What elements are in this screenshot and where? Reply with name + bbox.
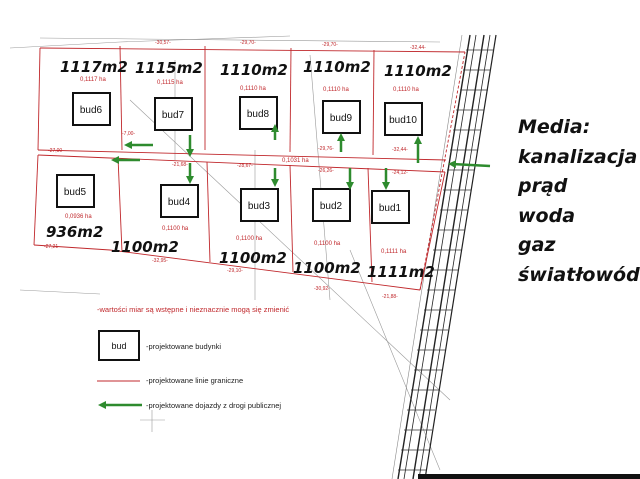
label-bud5: bud5 bbox=[64, 187, 87, 198]
media-item: woda bbox=[518, 204, 576, 227]
label-bud6: bud6 bbox=[80, 105, 103, 116]
area-big-bud8: 1110m2 bbox=[220, 61, 288, 79]
label-bud3: bud3 bbox=[248, 201, 271, 212]
dim-label: -29,76- bbox=[318, 146, 334, 152]
arrow-left-icon bbox=[448, 160, 491, 169]
access-arrows bbox=[111, 124, 491, 190]
dim-label: -30,57- bbox=[155, 40, 171, 46]
area-ha-bud6: 0,1117 ha bbox=[80, 77, 106, 83]
legend-access-text: -projektowane dojazdy z drogi publicznej bbox=[146, 401, 282, 410]
legend-buildings-text: -projektowane budynki bbox=[146, 342, 222, 351]
legend-building-symbol: bud bbox=[98, 330, 140, 361]
label-bud9: bud9 bbox=[330, 113, 353, 124]
dim-label: -27,00- bbox=[48, 148, 64, 154]
area-ha-bud7: 0,1115 ha bbox=[157, 80, 183, 86]
area-big-bud5: 936m2 bbox=[46, 223, 103, 241]
label-bud10: bud10 bbox=[389, 115, 417, 126]
media-item: kanalizacja bbox=[518, 145, 638, 168]
building-bud8 bbox=[239, 96, 278, 130]
area-big-bud6: 1117m2 bbox=[60, 58, 128, 76]
media-list: Media: kanalizacja prąd woda gaz światło… bbox=[518, 113, 640, 290]
label-bud2: bud2 bbox=[320, 201, 343, 212]
dim-label: -27,21- bbox=[44, 244, 60, 250]
area-ha-bud1: 0,1111 ha bbox=[381, 249, 407, 255]
label-bud1: bud1 bbox=[379, 203, 402, 214]
area-ha-bud3: 0,1100 ha bbox=[236, 236, 263, 242]
label-bud4: bud4 bbox=[168, 197, 191, 208]
buildings bbox=[56, 92, 423, 224]
building-bud1 bbox=[371, 190, 410, 224]
area-ha-bud4: 0,1100 ha bbox=[162, 226, 189, 232]
media-item: gaz bbox=[518, 234, 556, 256]
media-item: światłowód bbox=[518, 263, 640, 286]
area-big-bud10: 1110m2 bbox=[384, 62, 452, 80]
area-ha-bud10: 0,1110 ha bbox=[393, 87, 419, 93]
dim-label: -7,00- bbox=[122, 131, 135, 137]
dim-label: -30,92- bbox=[314, 286, 330, 292]
label-bud8: bud8 bbox=[247, 109, 270, 120]
dim-label: -21,88- bbox=[382, 294, 398, 300]
legend-symbols bbox=[97, 380, 142, 409]
building-bud3 bbox=[240, 188, 279, 222]
legend-lines-text: -projektowane linie graniczne bbox=[146, 376, 244, 385]
bottom-bar bbox=[418, 474, 640, 479]
building-bud4 bbox=[160, 184, 199, 218]
area-ha-bud2: 0,1100 ha bbox=[314, 241, 341, 247]
dim-label: -26,26- bbox=[318, 168, 334, 174]
dim-label: -24,12- bbox=[392, 170, 408, 176]
area-ha-bud8: 0,1110 ha bbox=[240, 86, 266, 92]
building-bud2 bbox=[312, 188, 351, 222]
area-big-bud9: 1110m2 bbox=[303, 58, 371, 76]
plot-boundaries bbox=[33, 45, 466, 291]
area-ha-road: 0,1031 ha bbox=[282, 158, 309, 164]
media-title: Media: bbox=[518, 116, 591, 138]
dim-label: -29,70- bbox=[240, 40, 256, 46]
building-labels: bud6 bud7 bud8 bud9 bud10 bud5 bud4 bud3… bbox=[64, 105, 417, 214]
railway-ties bbox=[398, 49, 494, 471]
dim-label: -29,70- bbox=[322, 42, 338, 48]
railway-corridor bbox=[391, 34, 497, 479]
dim-label: -32,95- bbox=[152, 258, 168, 264]
area-labels: 1117m2 1115m2 1110m2 1110m2 1110m2 936m2… bbox=[46, 58, 452, 281]
dimension-labels: -30,57- -29,70- -29,70- -32,44- -27,00- … bbox=[44, 40, 426, 300]
area-big-bud7: 1115m2 bbox=[135, 59, 203, 77]
area-ha-bud9: 0,1110 ha bbox=[323, 87, 349, 93]
dim-label: -32,44- bbox=[410, 45, 426, 51]
label-bud7: bud7 bbox=[162, 110, 185, 121]
hectare-labels: 0,1117 ha 0,1115 ha 0,1110 ha 0,1110 ha … bbox=[65, 77, 419, 255]
area-big-bud1: 1111m2 bbox=[367, 263, 435, 281]
area-big-bud3: 1100m2 bbox=[219, 249, 287, 267]
area-big-bud4: 1100m2 bbox=[111, 238, 179, 256]
building-bud6 bbox=[72, 92, 111, 126]
dim-label: -29,10- bbox=[227, 268, 243, 274]
survey-background bbox=[9, 35, 451, 471]
area-big-bud2: 1100m2 bbox=[293, 259, 361, 277]
dim-label: -21,68- bbox=[172, 162, 188, 168]
building-bud10 bbox=[384, 102, 423, 136]
media-item: prąd bbox=[518, 175, 568, 197]
area-ha-bud5: 0,0936 ha bbox=[65, 214, 92, 220]
dim-label: -32,44- bbox=[392, 147, 408, 153]
building-bud7 bbox=[154, 97, 193, 131]
dim-label: -28,67- bbox=[237, 163, 253, 169]
legend-note: -wartości miar są wstępne i nieznacznie … bbox=[97, 305, 290, 314]
building-bud5 bbox=[56, 174, 95, 208]
